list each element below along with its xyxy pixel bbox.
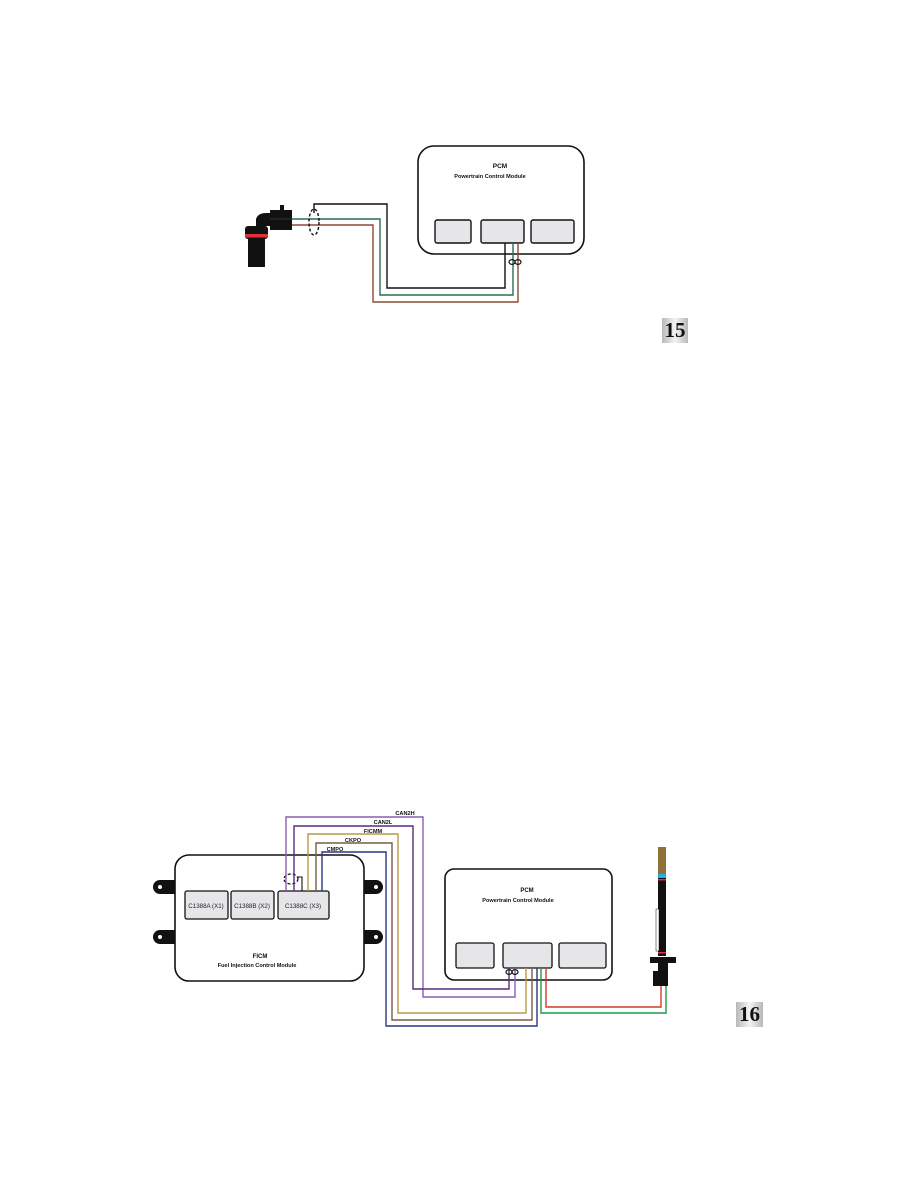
ficm-connector-x1-label: C1388A (X1) [188, 903, 223, 910]
wire-label-ficmm: FICMM [364, 829, 383, 835]
twist-marker-2 [514, 259, 522, 266]
pcm-title: PCM [493, 163, 507, 170]
wire-ficmm [307, 833, 527, 1014]
twist-marker-2 [511, 968, 519, 975]
pcm-subtitle: Powertrain Control Module [454, 174, 525, 180]
pcm-connector-left [455, 942, 495, 969]
pcm-connector-right [558, 942, 607, 969]
pcm-title: PCM [520, 888, 533, 894]
wire-sensor-green [540, 968, 667, 1014]
page-number-15: 15 [662, 318, 688, 343]
wire-label-cmpo: CMPO [327, 847, 344, 853]
figure-16-diagram: C1388A (X1) C1388B (X2) C1388C (X3) FICM… [153, 811, 676, 1027]
ficm-connector-x1 [184, 890, 229, 920]
ficm-shield-drain [297, 876, 303, 891]
pcm-connector-right [530, 219, 575, 244]
pcm-connector-middle [480, 219, 525, 244]
ficm-connector-x2 [230, 890, 275, 920]
shield-dashed-ellipse [308, 208, 320, 236]
ficm-connector-x3-label: C1388C (X3) [285, 903, 321, 910]
wire-shield [313, 203, 506, 289]
twist-marker-1 [508, 259, 516, 266]
wire-can2h [285, 816, 516, 998]
pcm-connector-middle [502, 942, 553, 969]
ficm-mounting-ears [153, 880, 383, 944]
figure-15-diagram: PCM Powertrain Control Module [245, 145, 585, 303]
ficm-connector-x2-label: C1388B (X2) [234, 903, 270, 910]
wire-sensor-red [545, 968, 662, 1008]
camshaft-sensor-icon [650, 847, 676, 986]
page-number-16: 16 [736, 1002, 763, 1027]
pcm-subtitle: Powertrain Control Module [482, 898, 553, 904]
wire-can2l [293, 825, 510, 990]
wire-signal-green [292, 218, 514, 296]
wire-signal-brown [292, 224, 519, 303]
wire-label-can2l: CAN2L [374, 820, 393, 826]
pcm-connector-left [434, 219, 472, 244]
wire-ckpo [315, 842, 533, 1021]
ficm-connector-x3 [277, 890, 330, 920]
ficm-title: FICM [253, 954, 268, 960]
wire-label-can2h: CAN2H [395, 811, 414, 817]
wire-label-ckpo: CKPO [345, 838, 362, 844]
wire-cmpo [321, 851, 538, 1027]
crankshaft-sensor-icon [245, 205, 292, 267]
ficm-shield-dashed-ellipse [283, 873, 299, 885]
ficm-subtitle: Fuel Injection Control Module [218, 963, 297, 969]
